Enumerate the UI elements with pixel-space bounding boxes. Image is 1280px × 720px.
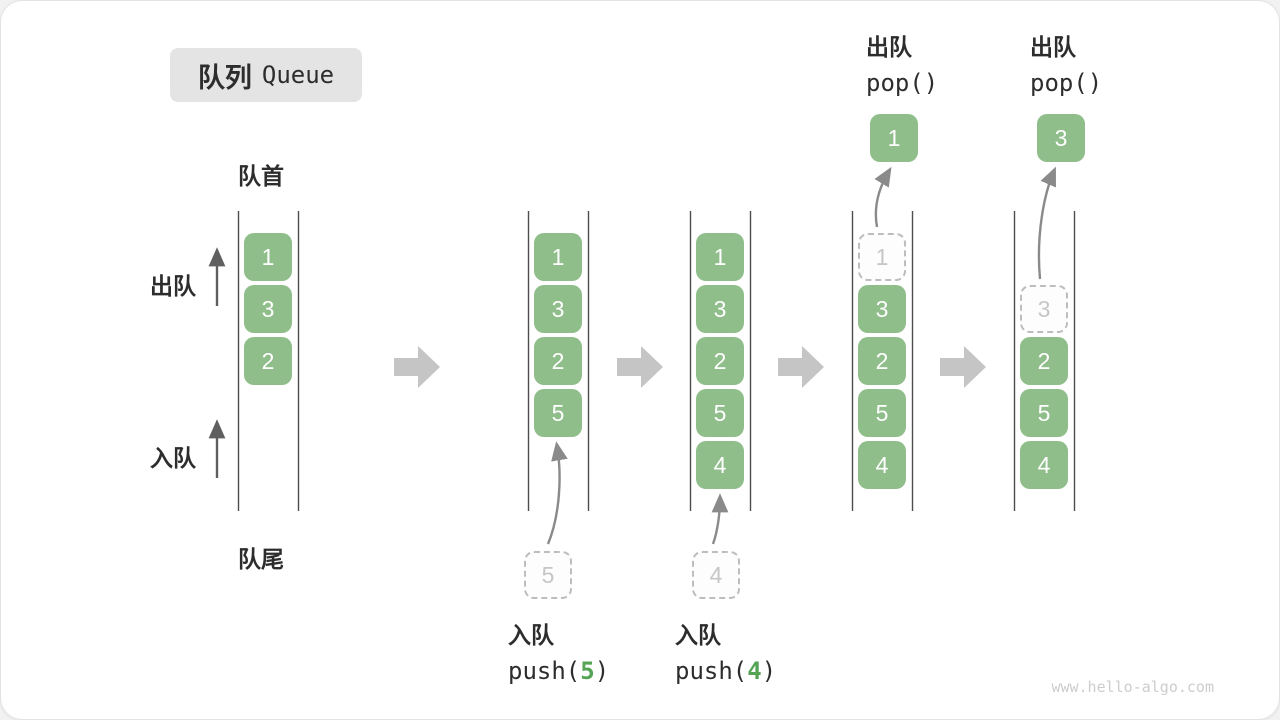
incoming-item-ghost: 4 bbox=[692, 551, 740, 599]
op-call: push(4) bbox=[675, 653, 776, 689]
op-call-open: push( bbox=[675, 657, 748, 685]
queue-item: 3 bbox=[858, 285, 906, 333]
figure-title-en: Queue bbox=[261, 61, 335, 89]
queue-item: 2 bbox=[696, 337, 744, 385]
operation-arrows bbox=[546, 166, 1056, 545]
queue-item: 5 bbox=[534, 389, 582, 437]
queue-item: 4 bbox=[1020, 441, 1068, 489]
popped-item: 3 bbox=[1037, 114, 1085, 162]
op-label-pop1: 出队 pop() bbox=[866, 29, 938, 101]
enqueue-arrow-push5 bbox=[546, 441, 568, 545]
queue-item: 4 bbox=[696, 441, 744, 489]
label-dequeue-side: 出队 bbox=[150, 273, 196, 299]
step-arrows bbox=[394, 346, 986, 388]
queue-item: 5 bbox=[858, 389, 906, 437]
queue-item: 1 bbox=[534, 233, 582, 281]
removed-item-ghost: 3 bbox=[1020, 285, 1068, 333]
enqueue-arrow-push4 bbox=[711, 493, 729, 545]
queue-item: 5 bbox=[1020, 389, 1068, 437]
queue-item: 1 bbox=[696, 233, 744, 281]
watermark: www.hello-algo.com bbox=[1051, 678, 1214, 696]
queue-walls bbox=[237, 211, 1076, 511]
op-label-pop2: 出队 pop() bbox=[1030, 29, 1102, 101]
dequeue-arrow-pop2 bbox=[1037, 166, 1056, 280]
figure-title: 队列 Queue bbox=[170, 48, 362, 102]
queue-item: 3 bbox=[244, 285, 292, 333]
queue-item: 5 bbox=[696, 389, 744, 437]
queue-item: 2 bbox=[534, 337, 582, 385]
dequeue-arrow-pop1 bbox=[874, 166, 892, 228]
label-enqueue-side: 入队 bbox=[150, 445, 196, 471]
op-name: 入队 bbox=[675, 622, 721, 648]
step-arrow-icon bbox=[778, 346, 824, 388]
figure-title-zh: 队列 bbox=[197, 62, 252, 93]
queue-item: 2 bbox=[244, 337, 292, 385]
op-call-close: ) bbox=[761, 657, 777, 685]
op-call: pop() bbox=[866, 69, 939, 97]
op-call-open: push( bbox=[508, 657, 581, 685]
op-name: 出队 bbox=[866, 34, 912, 60]
queue-item: 2 bbox=[1020, 337, 1068, 385]
label-queue-front: 队首 bbox=[238, 163, 284, 189]
queue-item: 3 bbox=[696, 285, 744, 333]
removed-item-ghost: 1 bbox=[858, 233, 906, 281]
op-label-push5: 入队 push(5) bbox=[508, 617, 609, 689]
queue-item: 3 bbox=[534, 285, 582, 333]
incoming-item-ghost: 5 bbox=[524, 551, 572, 599]
popped-item: 1 bbox=[870, 114, 918, 162]
queue-item: 2 bbox=[858, 337, 906, 385]
step-arrow-icon bbox=[617, 346, 663, 388]
op-call: pop() bbox=[1030, 69, 1103, 97]
label-queue-rear: 队尾 bbox=[238, 546, 284, 572]
step-arrow-icon bbox=[940, 346, 986, 388]
op-name: 入队 bbox=[508, 622, 554, 648]
op-call-arg: 5 bbox=[580, 657, 595, 685]
op-call-arg: 4 bbox=[747, 657, 762, 685]
op-name: 出队 bbox=[1030, 34, 1076, 60]
step-arrow-icon bbox=[394, 346, 440, 388]
queue-item: 1 bbox=[244, 233, 292, 281]
op-call: push(5) bbox=[508, 653, 609, 689]
op-call-close: ) bbox=[594, 657, 610, 685]
queue-item: 4 bbox=[858, 441, 906, 489]
op-label-push4: 入队 push(4) bbox=[675, 617, 776, 689]
